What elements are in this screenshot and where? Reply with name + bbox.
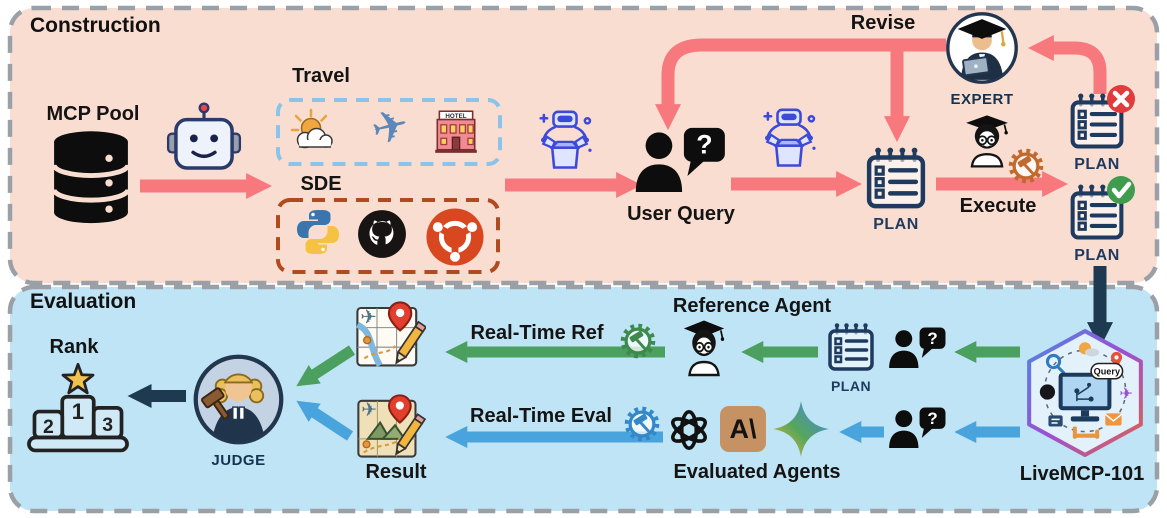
plan-artifact: PLAN [824,322,878,394]
mcp-pool-label: MCP Pool [46,103,140,125]
sde-label: SDE [300,173,342,195]
plan-label: PLAN [1074,156,1120,173]
pencil-icon [395,320,426,365]
expert: EXPERT [944,10,1020,108]
github-icon [358,210,406,258]
livemcp-label: LiveMCP-101 [1019,463,1145,485]
github-icon [1039,384,1056,400]
travel-tools-box [276,98,502,166]
arrow-failedplan-to-expert [1027,35,1107,94]
check-badge-icon [1107,176,1135,204]
arrow-revise-to-query [655,38,946,131]
cross-badge-icon [1107,85,1135,113]
arrow-evalresult-to-judge [296,400,354,441]
plan-label: PLAN [873,216,919,233]
execute-label: Execute [959,195,1037,217]
rank-1: 1 [72,399,84,424]
plan-clipboard-icon [1070,93,1124,149]
monitor-icon [1058,372,1112,422]
rank-label: Rank [49,336,99,358]
plan-passed: PLAN [1066,176,1135,265]
openai-logo-icon [671,409,707,451]
sde-tools-box [276,198,500,274]
gavel-icon [200,387,230,420]
expert-icon [946,12,1018,84]
map-plane-glyph: ✈ [360,306,376,328]
search-icon [1045,353,1066,375]
plan-clipboard-icon [866,147,926,209]
construction-title: Construction [30,14,161,37]
user-query-icon: ? [889,327,946,369]
evaluation-title: Evaluation [30,290,137,313]
bed-icon [1072,426,1100,439]
weather-icon [290,108,333,149]
reference-agent-label: Reference Agent [672,295,832,317]
travel-label: Travel [292,65,350,87]
plan-failed: PLAN [1066,85,1135,174]
rank-2: 2 [43,416,54,438]
question-mark: ? [927,409,937,428]
arrow-refresult-to-judge [296,345,355,387]
judge: JUDGE [191,352,286,469]
agent-unboxing-icon [539,110,592,169]
star-icon [61,362,95,395]
gear-hammer-icon [624,406,660,442]
query-bubble: Query [1090,362,1124,380]
rank-3: 3 [102,414,113,436]
mail-icon [1104,413,1123,426]
reference-result-map-icon: ✈ [356,301,426,367]
revise-label: Revise [850,12,916,34]
robot-icon [166,102,242,170]
rank-podium-icon: 1 2 3 [27,362,129,453]
result-label: Result [365,461,427,483]
agent-unboxing-icon [763,108,816,167]
user-query-label: User Query [627,203,735,225]
question-mark: ? [927,329,937,348]
ubuntu-icon [426,208,484,266]
pencil-icon [395,413,426,456]
anthropic-logo-icon: A\ [720,406,766,452]
map-pin-icon [387,301,413,332]
reference-agent-icon [683,320,725,377]
judge-icon [193,354,284,445]
map-pin-icon [387,394,412,424]
plan-artifact: PLAN [862,146,930,234]
python-icon [297,210,339,254]
database-icon [51,131,131,224]
real-time-eval-label: Real-Time Eval [470,405,612,427]
hotel-sign-text: HOTEL [445,113,466,120]
card-icon [1048,415,1063,427]
user-query-icon: ? [635,127,725,193]
executor-agent-icon [966,115,1008,168]
plan-clipboard-icon [828,323,874,371]
gemini-logo-icon [773,401,829,457]
gear-hammer-icon [1008,148,1044,184]
query-bubble-text: Query [1094,367,1121,377]
evaluated-agents-label: Evaluated Agents [673,461,841,483]
plan-label: PLAN [1074,247,1120,264]
plane-icon: ✈ [1120,385,1134,403]
plan-label: PLAN [830,378,872,394]
hotel-icon: HOTEL [435,110,477,153]
gear-hammer-icon [620,323,656,359]
user-query-icon: ? [889,407,946,449]
real-time-ref-label: Real-Time Ref [470,322,604,344]
anthropic-glyph: A\ [729,413,757,444]
expert-label: EXPERT [950,91,1014,108]
question-mark: ? [696,130,712,160]
eval-result-map-icon: ✈ [357,394,426,458]
map-plane-glyph: ✈ [361,400,377,421]
judge-label: JUDGE [211,452,266,469]
livemcp-hexagon-icon: ✈ Query [1027,329,1143,457]
